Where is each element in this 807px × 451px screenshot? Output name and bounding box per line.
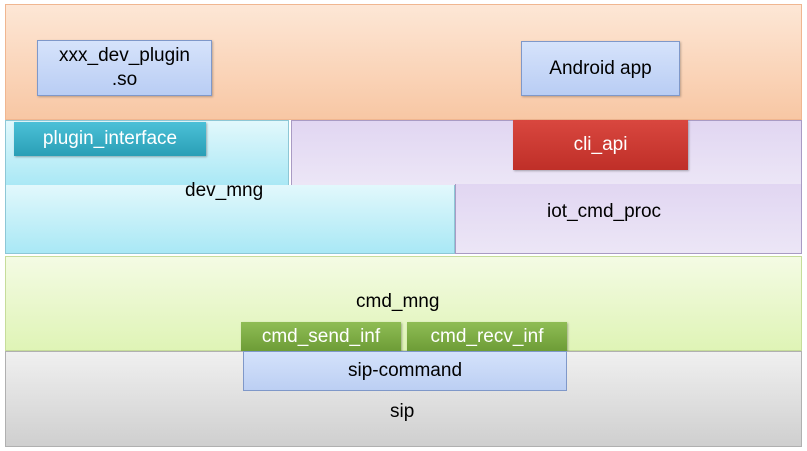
- cmd-mng-layer: [5, 256, 802, 351]
- cmd-mng-label: cmd_mng: [356, 291, 440, 312]
- cli-api-label: cli_api: [573, 134, 628, 155]
- cmd-send-inf-box: cmd_send_inf: [241, 322, 401, 352]
- plugin-so-line2: .so: [111, 69, 138, 90]
- android-app-box: Android app: [521, 41, 680, 96]
- sip-command-box: sip-command: [243, 351, 567, 391]
- sip-command-label: sip-command: [347, 360, 463, 381]
- plugin-so-box: xxx_dev_plugin .so: [37, 40, 212, 96]
- plugin-so-line1: xxx_dev_plugin: [59, 45, 190, 66]
- cli-api-box: cli_api: [513, 120, 688, 170]
- cmd-send-inf-label: cmd_send_inf: [261, 326, 381, 347]
- sip-label: sip: [390, 401, 415, 422]
- iot-cmd-proc-region-bottom: [455, 184, 802, 254]
- dev-mng-region-bottom: [5, 185, 455, 254]
- cmd-recv-inf-label: cmd_recv_inf: [430, 326, 544, 347]
- cmd-recv-inf-box: cmd_recv_inf: [407, 322, 567, 352]
- plugin-interface-label: plugin_interface: [42, 128, 178, 149]
- android-app-label: Android app: [549, 57, 652, 79]
- dev-mng-label: dev_mng: [185, 180, 264, 201]
- plugin-interface-box: plugin_interface: [14, 122, 206, 156]
- iot-cmd-proc-label: iot_cmd_proc: [547, 201, 662, 222]
